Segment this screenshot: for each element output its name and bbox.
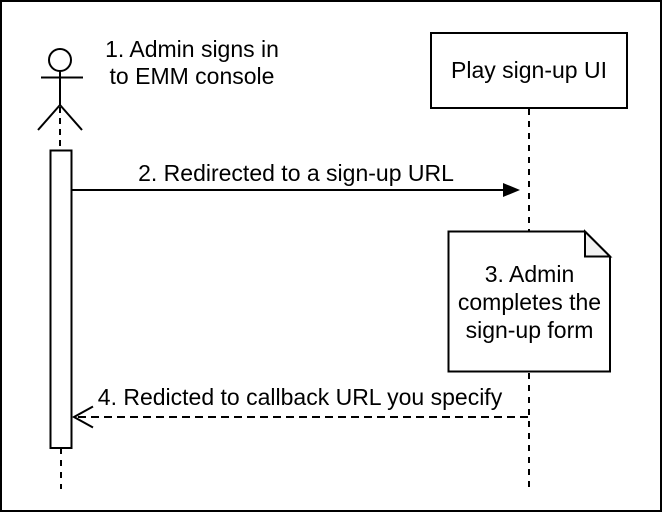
message-1-annotation-line2: to EMM console bbox=[109, 63, 275, 89]
message-2-arrow bbox=[72, 183, 520, 197]
participant-label: Play sign-up UI bbox=[451, 57, 607, 83]
note-label-line1: 3. Admin bbox=[484, 261, 575, 287]
message-1-annotation: 1. Admin signs in to EMM console bbox=[92, 36, 292, 90]
note-label-line3: sign-up form bbox=[465, 317, 594, 343]
message-4-arrow bbox=[71, 405, 528, 429]
participant-play-signup-ui: Play sign-up UI bbox=[430, 32, 628, 109]
message-2-label: 2. Redirected to a sign-up URL bbox=[138, 160, 454, 186]
activation-bar bbox=[49, 149, 73, 449]
actor-right-leg bbox=[59, 104, 83, 131]
admin-actor-icon bbox=[37, 48, 83, 150]
actor-head bbox=[48, 48, 72, 72]
message-1-annotation-line1: 1. Admin signs in bbox=[105, 36, 279, 62]
note-shape bbox=[447, 229, 613, 373]
actor-left-leg bbox=[37, 104, 61, 131]
note-body bbox=[447, 230, 611, 373]
message-2-arrowhead-icon bbox=[503, 183, 520, 197]
note-fold-corner-icon bbox=[584, 229, 613, 258]
message-4-label: 4. Redicted to callback URL you specify bbox=[97, 384, 503, 410]
note-label: 3. Admin completes the sign-up form bbox=[449, 260, 610, 344]
note-label-line2: completes the bbox=[457, 289, 602, 315]
message-4-open-arrowhead-icon bbox=[71, 405, 94, 429]
